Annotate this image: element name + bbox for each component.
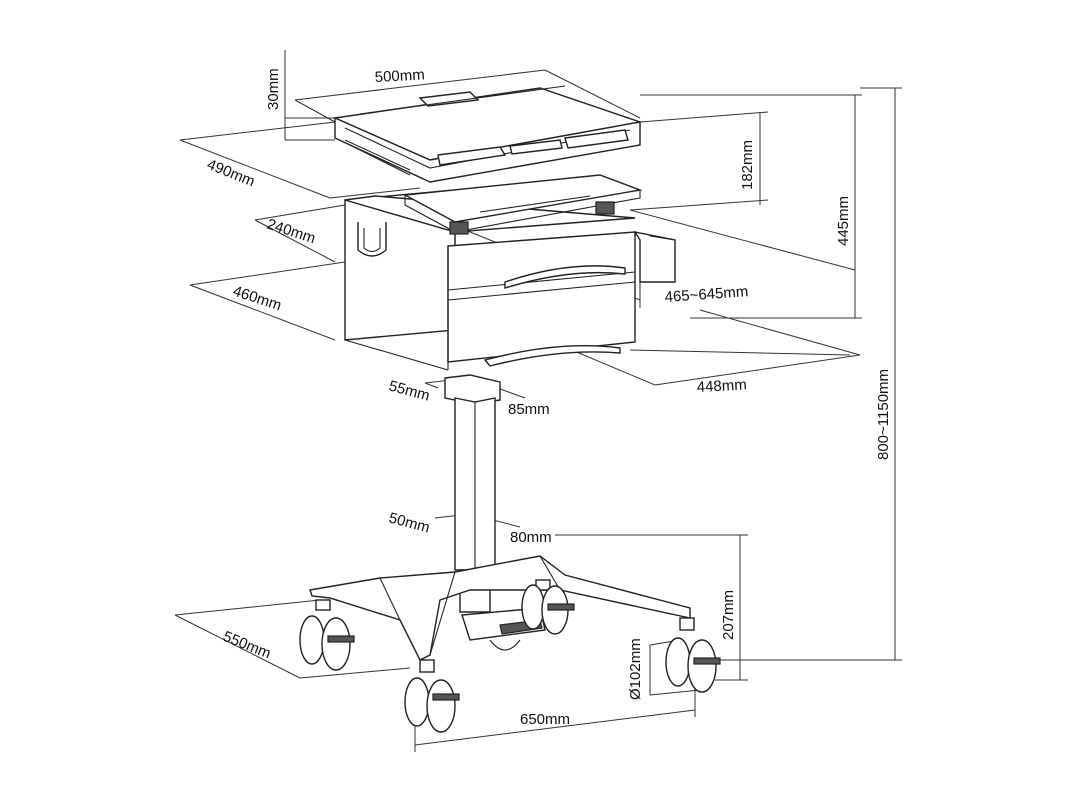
- label-490mm: 490mm: [205, 156, 258, 191]
- label-207mm: 207mm: [720, 590, 737, 640]
- caster-right: [665, 617, 721, 693]
- front-tray-left: [437, 146, 507, 166]
- label-80mm: 80mm: [510, 529, 552, 546]
- caster-rear: [521, 579, 575, 635]
- front-tray-center: [509, 139, 563, 155]
- drawer-lower-handle: [483, 345, 621, 367]
- label-460mm: 460mm: [231, 283, 284, 315]
- label-182mm: 182mm: [739, 140, 756, 190]
- base-star: [309, 555, 691, 661]
- caster-front-center: [404, 659, 460, 733]
- label-445mm: 445mm: [835, 196, 852, 246]
- label-30mm: 30mm: [265, 68, 282, 110]
- label-800-1150mm: 800~1150mm: [875, 369, 892, 460]
- label-550mm: 550mm: [221, 628, 274, 663]
- caster-front-left: [299, 599, 355, 671]
- dimension-lines: [174, 50, 902, 752]
- worksurface-latch: [418, 91, 480, 107]
- tray-bracket-left: [449, 221, 469, 235]
- label-650mm: 650mm: [520, 711, 570, 728]
- tray-bracket-right: [595, 201, 615, 215]
- label-85mm: 85mm: [508, 401, 550, 418]
- label-500mm: 500mm: [374, 66, 425, 86]
- side-hook: [357, 222, 387, 257]
- cart-illustration: [299, 85, 721, 733]
- label-240mm: 240mm: [265, 216, 318, 248]
- drawer-upper-handle: [504, 265, 626, 289]
- label-d102mm: Ø102mm: [627, 638, 644, 700]
- label-50mm: 50mm: [387, 509, 432, 536]
- upper-column-cap: [444, 374, 501, 405]
- label-55mm: 55mm: [387, 377, 432, 404]
- label-465-645mm: 465~645mm: [664, 283, 749, 306]
- label-448mm: 448mm: [696, 376, 747, 396]
- front-tray-right: [564, 129, 629, 149]
